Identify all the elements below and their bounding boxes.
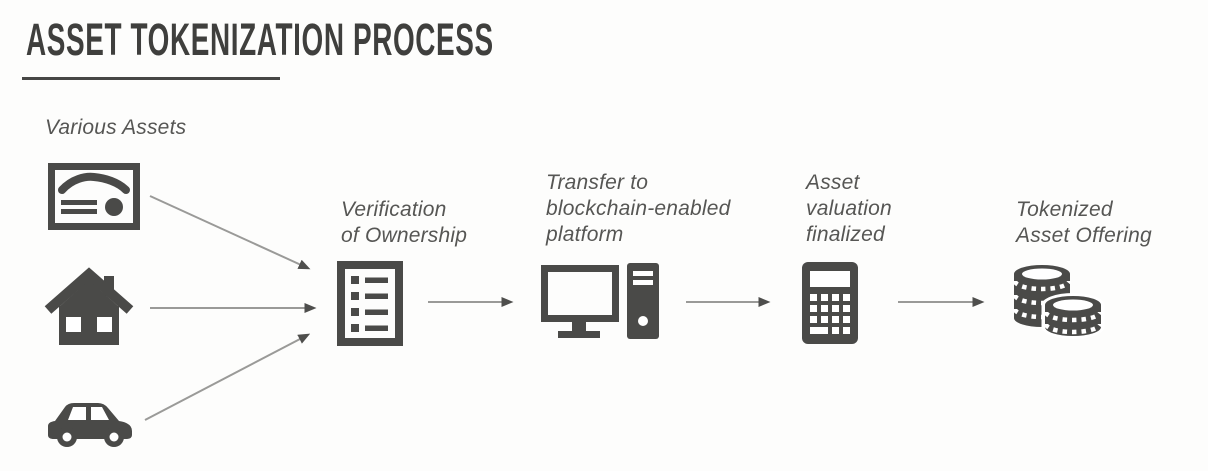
- various-assets-label: Various Assets: [45, 116, 187, 139]
- certificate-icon: [48, 163, 140, 230]
- page-title: ASSET TOKENIZATION PROCESS: [26, 14, 494, 65]
- desktop-computer-icon: [541, 263, 661, 340]
- arrow-car-to-verification: [144, 333, 311, 421]
- checklist-document-icon: [337, 261, 403, 346]
- stage-valuation-label: Asset valuation finalized: [806, 171, 892, 246]
- house-icon: [44, 266, 134, 348]
- stage-transfer-label: Transfer to blockchain-enabled platform: [546, 171, 731, 246]
- coin-stacks-icon: [1010, 261, 1106, 341]
- title-underline: [22, 77, 280, 80]
- car-icon: [42, 395, 138, 449]
- stage-offering-label: Tokenized Asset Offering: [1016, 198, 1152, 247]
- stage-verification-label: Verification of Ownership: [341, 198, 468, 247]
- calculator-icon: [801, 261, 859, 345]
- arrow-certificate-to-verification: [149, 195, 311, 270]
